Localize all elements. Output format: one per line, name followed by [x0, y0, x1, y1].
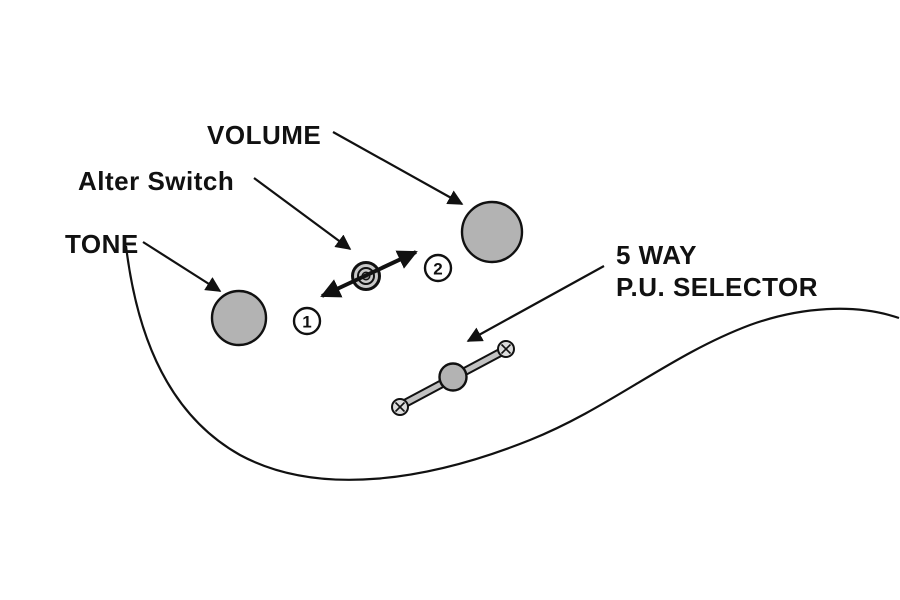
position-1-marker: 1 [292, 306, 322, 336]
screw-icon [497, 340, 515, 358]
guitar-body-contour-line [124, 245, 900, 481]
position-1-number: 1 [302, 313, 311, 332]
screw-icon [391, 398, 409, 416]
selector-label-line1: 5 WAY [616, 240, 697, 270]
tone-leader-line [142, 241, 222, 292]
position-2-marker: 2 [423, 253, 453, 283]
alter-switch-leader-line [253, 177, 352, 250]
switch-direction-arrow [320, 250, 418, 298]
volume-label: VOLUME [207, 120, 321, 150]
volume-knob [460, 200, 524, 264]
alter-switch-label: Alter Switch [78, 166, 234, 196]
tone-knob [210, 289, 268, 347]
tone-label: TONE [65, 229, 139, 259]
selector-knob [438, 362, 468, 392]
volume-leader-line [332, 131, 464, 205]
position-2-number: 2 [433, 260, 442, 279]
pickup-selector-switch [391, 340, 515, 416]
selector-leader-line [466, 265, 605, 342]
selector-label-line2: P.U. SELECTOR [616, 272, 818, 302]
